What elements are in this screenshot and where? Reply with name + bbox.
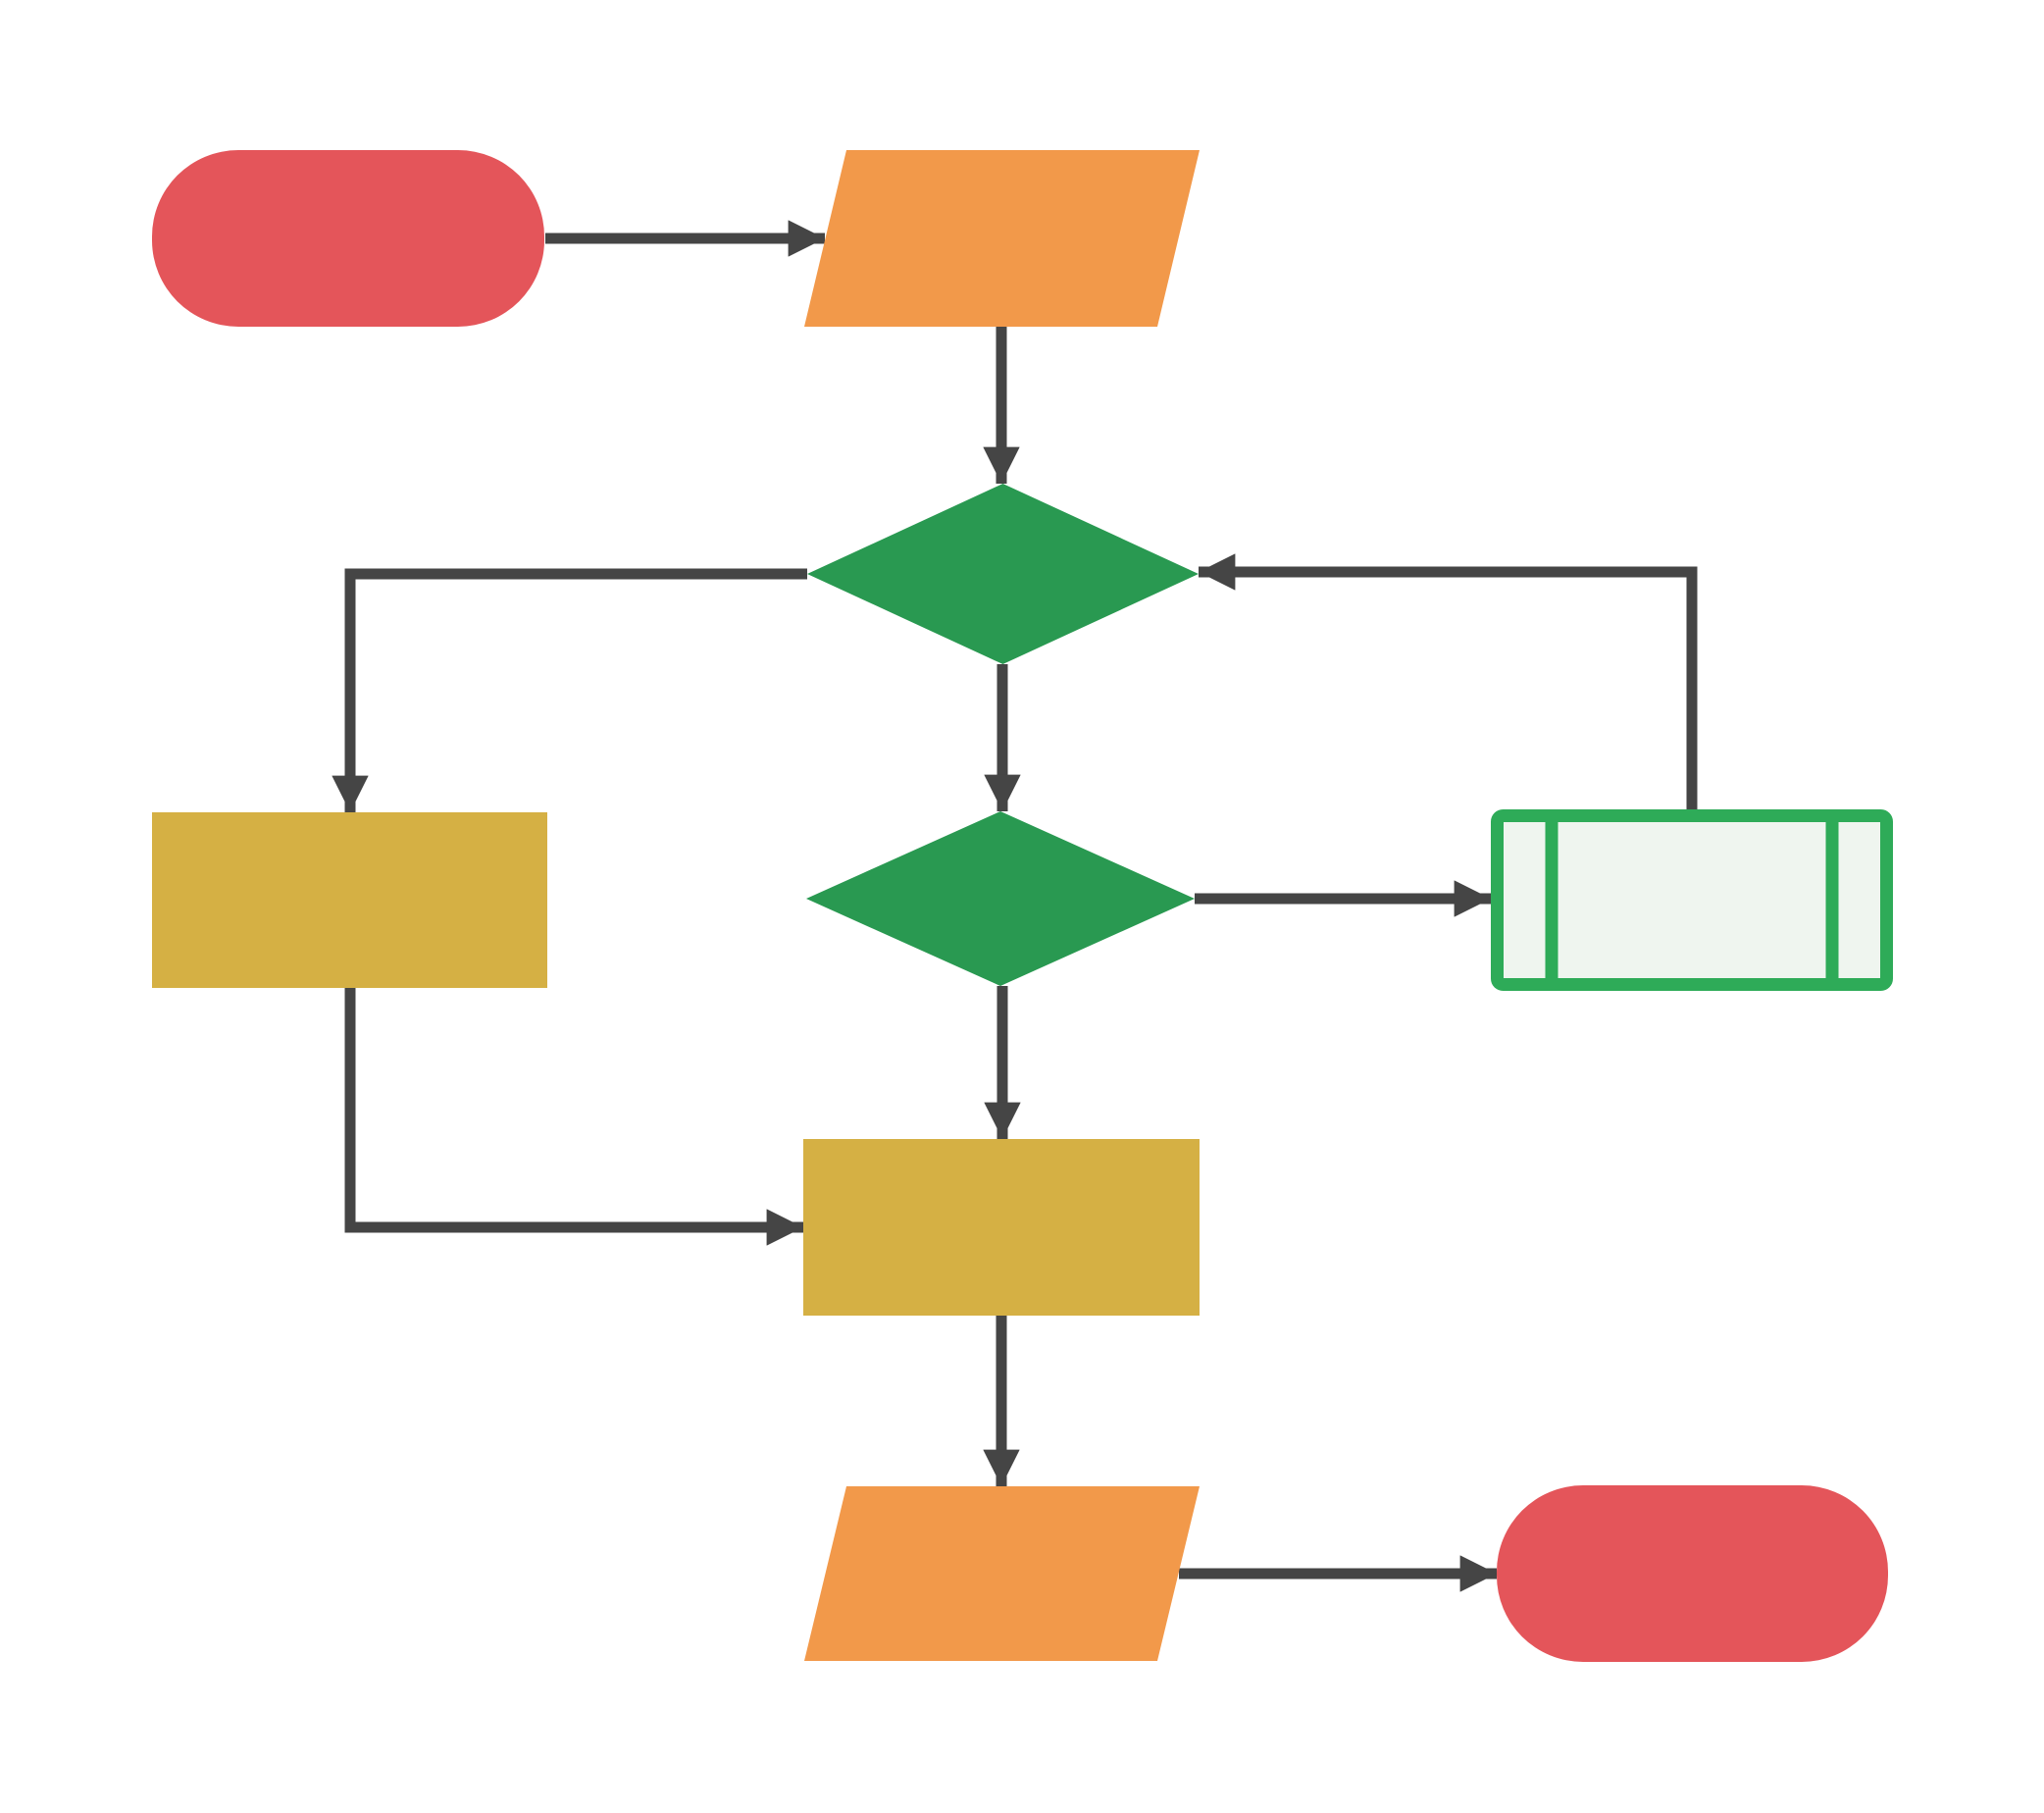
predefined-process-box[interactable] — [1491, 809, 1893, 991]
input-output-parallelogram-bottom[interactable] — [804, 1486, 1200, 1661]
decision-diamond-1[interactable] — [807, 484, 1199, 664]
process-rect-center[interactable] — [803, 1139, 1200, 1316]
input-output-parallelogram-top[interactable] — [804, 150, 1200, 327]
edges-layer — [332, 220, 1698, 1592]
start-terminator-shape[interactable] — [152, 150, 544, 327]
nodes-layer — [152, 150, 1893, 1662]
edge-process-left-to-process-center[interactable] — [344, 988, 803, 1246]
end-terminator-shape[interactable] — [1497, 1485, 1888, 1662]
edge-predefined-loop-to-decision1[interactable] — [1199, 553, 1698, 809]
decision-diamond-2[interactable] — [806, 811, 1195, 986]
edge-decision1-to-process-left[interactable] — [332, 568, 807, 812]
process-rect-left[interactable] — [152, 812, 547, 988]
